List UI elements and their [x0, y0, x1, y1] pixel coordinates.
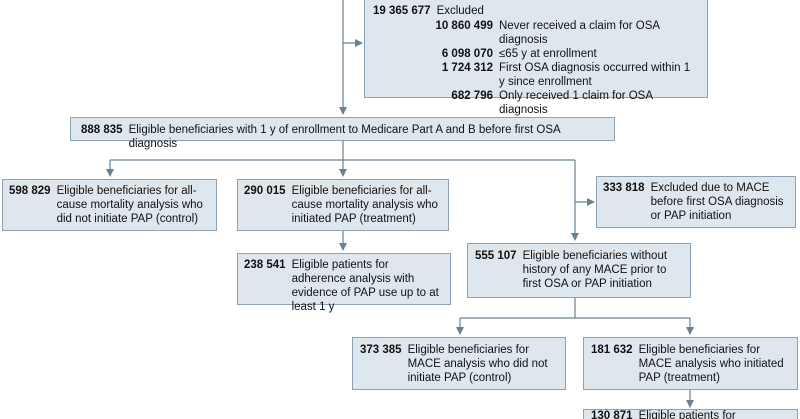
mace-treatment-box: 181 632 Eligible beneficiaries for MACE …: [583, 337, 798, 390]
eligible-beneficiaries-box: 888 835 Eligible beneficiaries with 1 y …: [70, 117, 615, 150]
adherence-count: 238 541: [244, 259, 286, 271]
mace-control-box: 373 385 Eligible beneficiaries for MACE …: [352, 337, 566, 390]
excluded-reason-count: 10 860 499: [435, 20, 493, 32]
excluded-reason-count: 6 098 070: [441, 48, 493, 60]
treatment-mortality-count: 290 015: [244, 185, 286, 197]
control-mortality-text: Eligible beneficiaries for all-cause mor…: [56, 185, 203, 225]
bottom-text: Eligible patients for adherence: [638, 410, 736, 419]
excluded-mace-box: 333 818 Excluded due to MACE before firs…: [596, 176, 796, 228]
excluded-mace-text: Excluded due to MACE before first OSA di…: [650, 182, 784, 222]
treatment-mortality-text: Eligible beneficiaries for all-cause mor…: [291, 185, 438, 225]
excluded-reason-text: Only received 1 claim for OSA diagnosis: [499, 90, 653, 116]
control-mortality-count: 598 829: [9, 185, 51, 197]
excluded-reason-text: ≤65 y at enrollment: [499, 48, 597, 60]
excluded-label: Excluded: [436, 5, 484, 17]
eligible-count: 888 835: [81, 124, 123, 136]
excluded-reason-count: 682 796: [451, 90, 493, 102]
bottom-count: 130 871: [591, 410, 633, 419]
excluded-box: 19 365 677 Excluded 10 860 499 Never rec…: [364, 0, 708, 116]
excluded-mace-count: 333 818: [603, 182, 645, 194]
treatment-mortality-box: 290 015 Eligible beneficiaries for all-c…: [237, 179, 449, 231]
bottom-adherence-box: 130 871 Eligible patients for adherence: [583, 409, 798, 419]
no-mace-box: 555 107 Eligible beneficiaries without h…: [467, 243, 691, 298]
mace-control-count: 373 385: [360, 344, 402, 356]
excluded-reason-count: 1 724 312: [441, 62, 493, 74]
mace-control-text: Eligible beneficiaries for MACE analysis…: [407, 344, 548, 384]
adherence-text: Eligible patients for adherence analysis…: [291, 259, 439, 313]
excluded-total-count: 19 365 677: [373, 5, 431, 17]
mace-treatment-count: 181 632: [591, 344, 633, 356]
no-mace-text: Eligible beneficiaries without history o…: [522, 250, 668, 290]
eligible-text: Eligible beneficiaries with 1 y of enrol…: [128, 124, 561, 150]
adherence-box: 238 541 Eligible patients for adherence …: [237, 253, 451, 313]
no-mace-count: 555 107: [475, 250, 517, 262]
control-mortality-box: 598 829 Eligible beneficiaries for all-c…: [2, 179, 217, 231]
excluded-reason-text: Never received a claim for OSA diagnosis: [499, 20, 660, 46]
excluded-reason-text: First OSA diagnosis occurred within 1 y …: [499, 62, 691, 88]
mace-treatment-text: Eligible beneficiaries for MACE analysis…: [638, 344, 784, 384]
